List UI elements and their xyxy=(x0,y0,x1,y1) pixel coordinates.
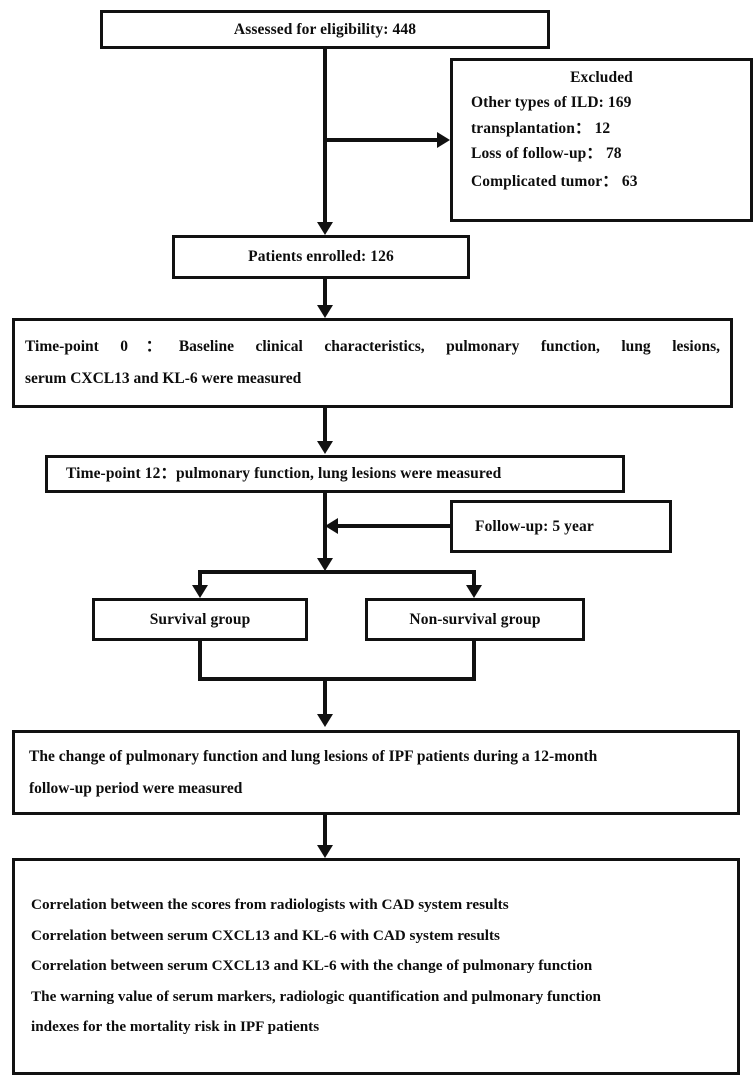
node-assessed-label: Assessed for eligibility: 448 xyxy=(233,20,417,38)
excluded-item-0: Other types of ILD: 169 xyxy=(471,93,632,111)
arrowhead-to-outcomes-box xyxy=(317,845,333,858)
non-survival-group-label: Non-survival group xyxy=(409,610,541,628)
outcome-line-2: Correlation between serum CXCL13 and KL-… xyxy=(31,957,593,975)
connector-assessed-to-enrolled xyxy=(323,49,327,224)
node-timepoint-12: Time-point 12：pulmonary function, lung l… xyxy=(45,455,625,493)
arrowhead-to-timepoint0 xyxy=(317,305,333,318)
arrowhead-to-nonsurvival xyxy=(466,585,482,598)
arrowhead-to-enrolled xyxy=(317,222,333,235)
node-enrolled-label: Patients enrolled: 126 xyxy=(248,248,394,266)
timepoint-0-line-2: serum CXCL13 and KL-6 were measured xyxy=(25,370,302,387)
timepoint-0-text: Time-point 0：Baseline clinical character… xyxy=(15,331,730,395)
outcome-line-3: The warning value of serum markers, radi… xyxy=(31,987,601,1005)
follow-up-label: Follow-up: 5 year xyxy=(475,517,594,535)
arrowhead-to-excluded xyxy=(437,132,450,148)
connector-survival-down xyxy=(198,641,202,681)
arrowhead-to-split-bar xyxy=(317,558,333,571)
excluded-item-1: transplantation： 12 xyxy=(471,119,611,137)
connector-assessed-to-excluded xyxy=(325,138,437,142)
node-timepoint-0: Time-point 0：Baseline clinical character… xyxy=(12,318,733,408)
merge-bar-groups xyxy=(198,677,476,681)
connector-nonsurvival-down xyxy=(472,641,476,681)
connector-merge-to-change xyxy=(323,677,327,717)
arrowhead-to-change-box xyxy=(317,714,333,727)
change-box-text: The change of pulmonary function and lun… xyxy=(15,741,737,805)
node-excluded: Excluded Other types of ILD: 169 transpl… xyxy=(450,58,753,222)
excluded-item-3: Complicated tumor： 63 xyxy=(471,173,638,191)
change-line-1: The change of pulmonary function and lun… xyxy=(29,747,598,765)
arrowhead-to-timepoint12 xyxy=(317,441,333,454)
connector-enrolled-to-timepoint0 xyxy=(323,279,327,306)
node-change-of-pulmonary-function: The change of pulmonary function and lun… xyxy=(12,730,740,815)
outcome-line-1: Correlation between serum CXCL13 and KL-… xyxy=(31,926,500,944)
timepoint-0-line-1: Time-point 0：Baseline clinical character… xyxy=(25,338,720,356)
timepoint-12-label: Time-point 12：pulmonary function, lung l… xyxy=(66,465,502,483)
node-non-survival-group: Non-survival group xyxy=(365,598,585,641)
survival-group-label: Survival group xyxy=(149,610,251,628)
connector-change-to-outcomes xyxy=(323,815,327,847)
connector-split-left xyxy=(198,570,202,587)
connector-followup-to-trunk xyxy=(338,524,450,528)
excluded-heading: Excluded xyxy=(570,69,633,86)
split-bar-groups xyxy=(198,570,476,574)
connector-timepoint0-to-timepoint12 xyxy=(323,408,327,442)
node-patients-enrolled: Patients enrolled: 126 xyxy=(172,235,470,279)
excluded-item-2: Loss of follow-up： 78 xyxy=(471,145,622,163)
change-line-2: follow-up period were measured xyxy=(29,779,243,797)
arrowhead-followup-to-trunk xyxy=(325,518,338,534)
outcome-line-0: Correlation between the scores from radi… xyxy=(31,896,509,914)
outcome-line-4: indexes for the mortality risk in IPF pa… xyxy=(31,1018,320,1036)
node-survival-group: Survival group xyxy=(92,598,308,641)
arrowhead-to-survival xyxy=(192,585,208,598)
node-outcome-analyses: Correlation between the scores from radi… xyxy=(12,858,740,1075)
connector-split-right xyxy=(472,570,476,587)
node-assessed-for-eligibility: Assessed for eligibility: 448 xyxy=(100,10,550,49)
node-follow-up: Follow-up: 5 year xyxy=(450,500,672,553)
outcomes-list: Correlation between the scores from radi… xyxy=(15,890,737,1042)
